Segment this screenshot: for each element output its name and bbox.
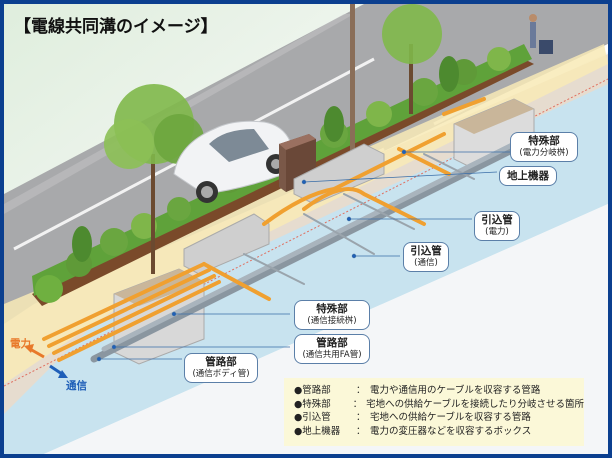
legend-description: 電力や通信用のケーブルを収容する管路 xyxy=(370,385,541,396)
callout-leaders xyxy=(96,149,514,362)
callout-main: 管路部 xyxy=(316,337,348,349)
callout-sub: (通信共用FA管) xyxy=(302,350,362,360)
power-flow-label: 電力 xyxy=(10,338,31,350)
callout-sub: (通信ボディ管) xyxy=(192,369,250,379)
pedestrian xyxy=(529,14,553,54)
callout-special-comm: 特殊部 (通信接続桝) xyxy=(294,300,370,330)
callout-main: 管路部 xyxy=(205,356,237,368)
legend-term: ●地上機器 xyxy=(294,425,341,437)
comm-flow-label: 通信 xyxy=(66,380,87,392)
callout-main: 特殊部 xyxy=(528,135,560,147)
callout-lead-in-power: 引込管 (電力) xyxy=(474,211,520,241)
legend-row: ●管路部 ： 電力や通信用のケーブルを収容する管路 xyxy=(294,384,584,398)
page-title: 【電線共同溝のイメージ】 xyxy=(14,17,218,37)
callout-sub: (電力) xyxy=(485,227,509,237)
legend-separator: ： xyxy=(356,385,366,396)
callout-conduit-fa: 管路部 (通信共用FA管) xyxy=(294,334,370,364)
legend-term: ●管路部 xyxy=(294,385,331,396)
callout-main: 引込管 xyxy=(410,245,442,257)
callout-ground-equipment: 地上機器 xyxy=(499,166,557,186)
power-cables xyxy=(42,97,486,362)
legend-term: ●引込管 xyxy=(294,412,331,423)
car xyxy=(173,120,295,203)
callout-special-power: 特殊部 (電力分岐桝) xyxy=(510,132,578,162)
callout-lead-in-comm: 引込管 (通信) xyxy=(403,242,449,272)
legend-row: ●地上機器 ： 電力の変圧器などを収容するボックス xyxy=(294,425,584,439)
legend-description: 電力の変圧器などを収容するボックス xyxy=(370,425,532,437)
legend-box: ●管路部 ： 電力や通信用のケーブルを収容する管路 ●特殊部 ： 宅地への供給ケ… xyxy=(284,378,584,446)
legend-separator: ： xyxy=(356,412,366,423)
legend-row: ●特殊部 ： 宅地への供給ケーブルを接続したり分岐させる箇所 xyxy=(294,398,584,412)
legend-row: ●引込管 ： 宅地への供給ケーブルを収容する管路 xyxy=(294,411,584,425)
legend-description: 宅地への供給ケーブルを収容する管路 xyxy=(370,412,531,423)
utility-tunnel-illustration xyxy=(4,4,608,454)
callout-main: 特殊部 xyxy=(316,303,348,315)
callout-sub: (電力分岐桝) xyxy=(519,148,569,158)
legend-separator: ： xyxy=(356,425,366,437)
legend-separator: ： xyxy=(352,398,363,410)
trees xyxy=(104,4,442,274)
legend-description: 宅地への供給ケーブルを接続したり分岐させる箇所 xyxy=(366,398,584,410)
callout-main: 地上機器 xyxy=(507,170,549,182)
callout-sub: (通信) xyxy=(414,258,438,268)
callout-main: 引込管 xyxy=(481,214,513,226)
legend-term: ●特殊部 xyxy=(294,398,331,410)
callout-sub: (通信接続桝) xyxy=(307,316,357,326)
flow-arrows xyxy=(24,344,68,378)
callout-conduit-body: 管路部 (通信ボディ管) xyxy=(184,353,258,383)
